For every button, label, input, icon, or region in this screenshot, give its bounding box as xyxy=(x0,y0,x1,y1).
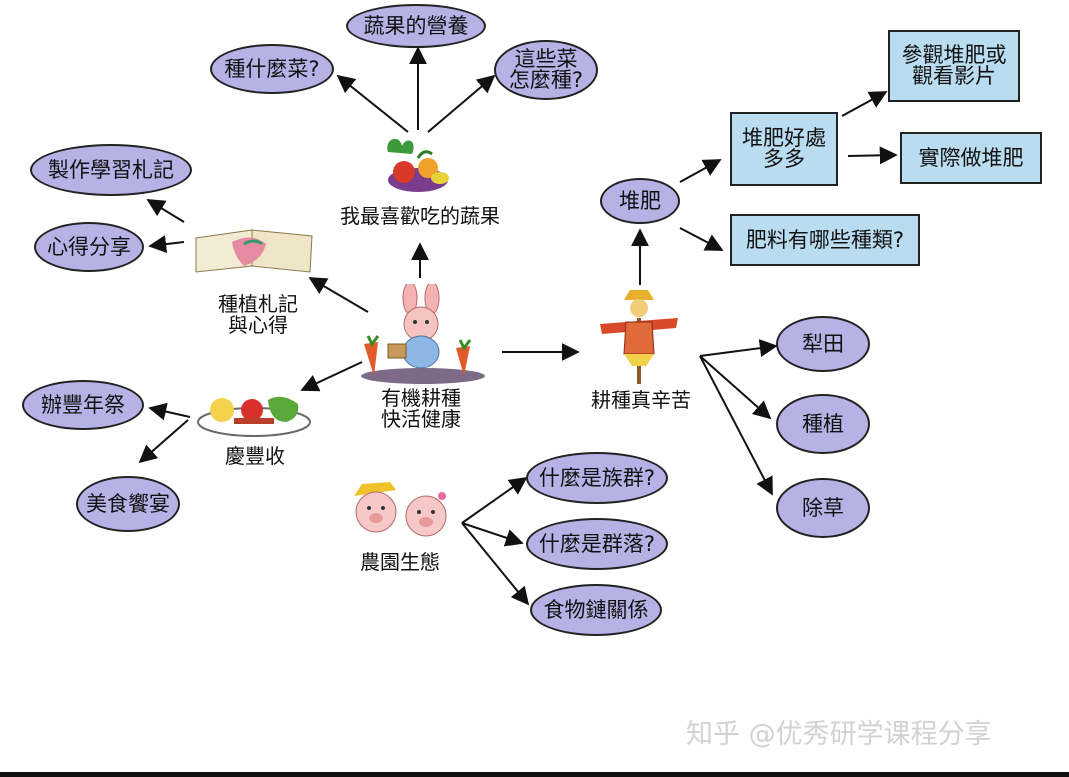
center-label: 有機耕種 快活健康 xyxy=(381,386,461,431)
arrow-center-to-harvest xyxy=(300,361,363,392)
bunny-carrots-icon xyxy=(361,284,485,384)
arrow-farming-to-plow xyxy=(699,339,778,358)
food-plate-icon xyxy=(197,396,311,437)
oval-what-to-plant[interactable]: 種什麼菜? xyxy=(210,44,334,94)
box-visit-or-watch[interactable]: 參觀堆肥或 觀看影片 xyxy=(888,30,1020,102)
farming-label: 耕種真辛苦 xyxy=(591,388,691,412)
harvest-label: 慶豐收 xyxy=(225,444,285,468)
arrow-harvest-to-feast xyxy=(138,419,189,464)
arrow-ecology-to-community xyxy=(461,522,524,547)
arrow-center-to-notes xyxy=(308,277,369,313)
arrow-notes-to-share xyxy=(148,235,185,254)
box-compost-benefits[interactable]: 堆肥好處 多多 xyxy=(730,112,838,186)
arrow-notes-to-journal xyxy=(146,199,185,223)
arrow-farming-to-plant xyxy=(699,355,772,420)
arrow-harvest-to-festival xyxy=(148,402,191,421)
arrow-veg-to-what xyxy=(336,74,409,133)
oval-food-feast[interactable]: 美食饗宴 xyxy=(76,476,180,532)
vegetables-label: 我最喜歡吃的蔬果 xyxy=(340,204,500,228)
arrow-ecology-to-ethnic xyxy=(461,476,528,524)
vegetables-icon xyxy=(387,138,449,192)
notebook-icon xyxy=(195,229,313,273)
oval-community[interactable]: 什麼是群落? xyxy=(526,518,668,570)
oval-weed[interactable]: 除草 xyxy=(776,478,870,538)
oval-nutrition[interactable]: 蔬果的營養 xyxy=(346,4,486,48)
ecology-label: 農園生態 xyxy=(360,550,440,574)
scarecrow-icon xyxy=(600,290,678,384)
arrow-farming-to-weed xyxy=(699,355,773,496)
oval-compost[interactable]: 堆肥 xyxy=(600,178,680,224)
arrow-ecology-to-foodchain xyxy=(461,522,530,606)
arrow-veg-to-how xyxy=(427,74,496,133)
box-fertilizer-types[interactable]: 肥料有哪些種類? xyxy=(730,214,920,266)
oval-food-chain[interactable]: 食物鏈關係 xyxy=(530,584,662,636)
arrow-benefits-to-visit xyxy=(841,91,888,117)
oval-plow[interactable]: 犁田 xyxy=(776,316,870,372)
oval-ethnic-group[interactable]: 什麼是族群? xyxy=(526,452,668,504)
arrow-compost-to-types xyxy=(679,227,724,251)
oval-learning-journal[interactable]: 製作學習札記 xyxy=(30,144,192,196)
oval-plant[interactable]: 種植 xyxy=(776,394,870,454)
box-make-compost[interactable]: 實際做堆肥 xyxy=(900,132,1042,184)
arrow-benefits-to-make xyxy=(847,146,898,165)
oval-share-thoughts[interactable]: 心得分享 xyxy=(34,222,144,272)
pigs-icon xyxy=(354,482,447,537)
oval-harvest-festival[interactable]: 辦豐年祭 xyxy=(22,380,144,430)
arrow-compost-to-benefits xyxy=(679,159,722,183)
oval-how-to-plant[interactable]: 這些菜 怎麼種? xyxy=(494,40,598,100)
watermark: 知乎 @优秀研学课程分享 xyxy=(686,719,992,750)
notes-label: 種植札記 與心得 xyxy=(218,292,298,337)
